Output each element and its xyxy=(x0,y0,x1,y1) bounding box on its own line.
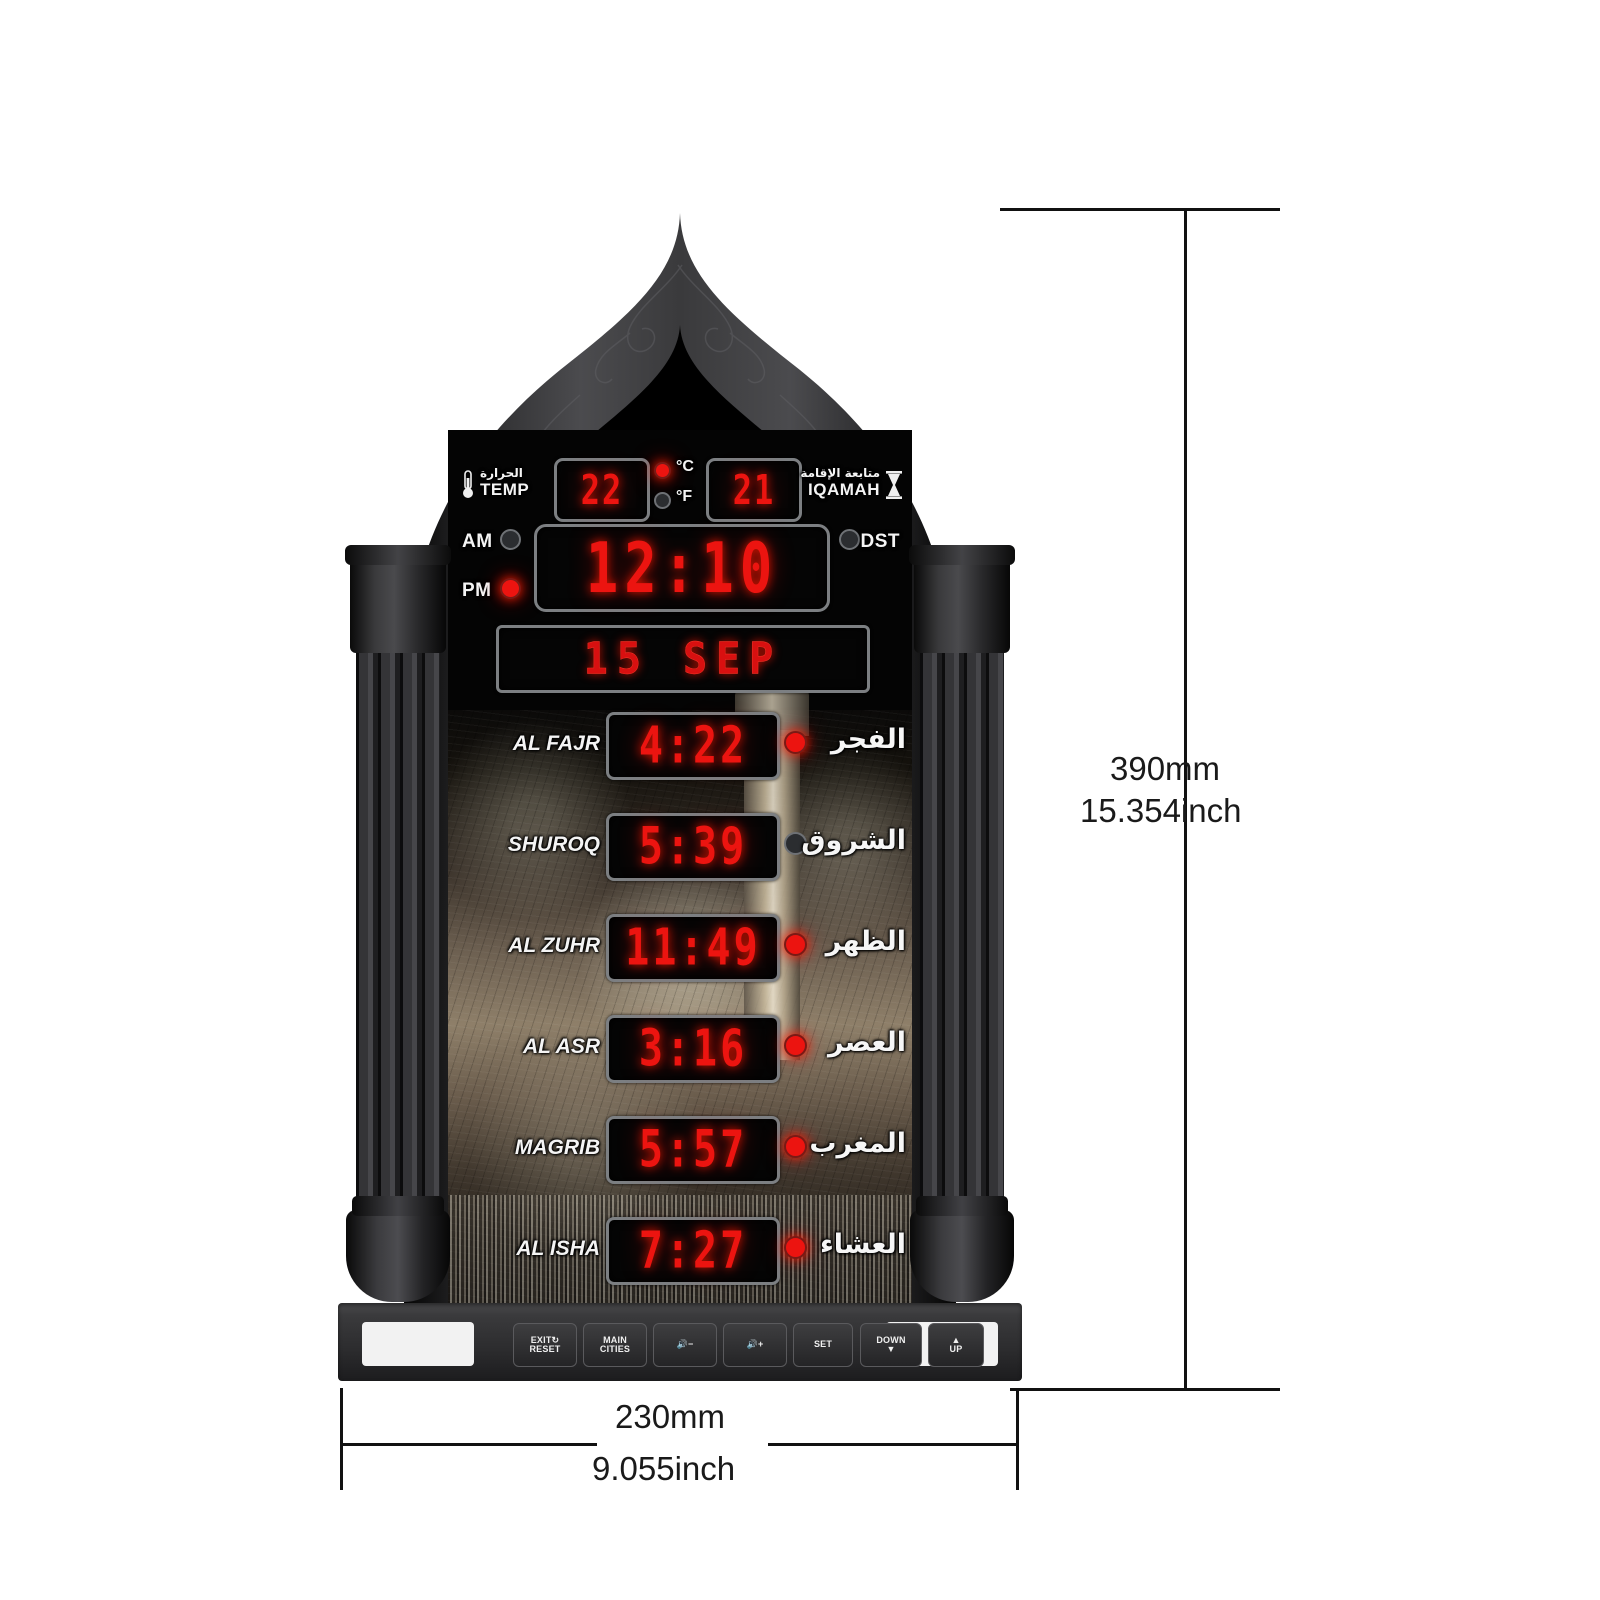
right-column-capital xyxy=(909,545,1015,653)
button-label-line2: RESET xyxy=(529,1344,561,1354)
width-mm-label: 230mm xyxy=(615,1398,726,1435)
button-label-line1: 🔊+ xyxy=(746,1339,764,1350)
fahrenheit-indicator-lamp xyxy=(654,492,671,509)
prayer-name-ar: الشروق xyxy=(801,825,906,856)
left-column xyxy=(345,545,451,1302)
clock-tower-silhouette xyxy=(735,690,809,1060)
right-column-shaft xyxy=(920,653,1004,1213)
temperature-display: 22 xyxy=(554,458,650,522)
prayer-time-display: 7:27 xyxy=(606,1217,780,1285)
prayer-indicator-lamp xyxy=(784,1135,807,1158)
height-extension-line-top xyxy=(1000,208,1280,211)
left-column-capital xyxy=(345,545,451,653)
prayer-name-en: SHUROQ xyxy=(507,833,600,856)
am-label: AM xyxy=(462,531,493,552)
button-label-line1: EXIT↻ xyxy=(530,1334,560,1345)
prayer-time-display: 11:49 xyxy=(606,914,780,982)
iqamah-label-en: IQAMAH xyxy=(808,480,880,499)
date-value: 15 SEP xyxy=(583,633,783,685)
button-label-line2: ▼ xyxy=(886,1344,896,1354)
height-inch-label: 15.354inch xyxy=(1080,792,1242,829)
button-label-line1: MAIN xyxy=(603,1334,627,1345)
prayer-time-value: 4:22 xyxy=(638,716,748,776)
button-label-line2: UP xyxy=(949,1344,963,1354)
prayer-name-en: AL ZUHR xyxy=(508,934,600,957)
right-column-base xyxy=(910,1196,1014,1302)
prayer-indicator-lamp xyxy=(784,933,807,956)
prayer-indicator-lamp xyxy=(784,1236,807,1259)
prayer-name-ar: العصر xyxy=(827,1027,906,1058)
height-extension-line-bottom xyxy=(1010,1388,1280,1391)
prayer-name-ar: العشاء xyxy=(819,1229,906,1260)
celsius-indicator-lamp xyxy=(654,462,671,479)
time-display: 12:10 xyxy=(534,524,830,612)
prayer-time-value: 3:16 xyxy=(638,1019,748,1079)
prayer-time-display: 3:16 xyxy=(606,1015,780,1083)
button-label-line2: CITIES xyxy=(599,1344,631,1354)
width-inch-label: 9.055inch xyxy=(592,1450,736,1487)
prayer-name-en: AL FAJR xyxy=(512,732,600,755)
prayer-time-display: 4:22 xyxy=(606,712,780,780)
iqamah-value: 21 xyxy=(732,465,776,515)
exit-reset-button[interactable]: EXIT↻RESET xyxy=(513,1323,577,1367)
button-label-line1: 🔊− xyxy=(676,1339,694,1350)
temp-label-en: TEMP xyxy=(480,480,530,499)
prayer-time-display: 5:57 xyxy=(606,1116,780,1184)
prayer-name-ar: المغرب xyxy=(809,1128,906,1159)
am-indicator-lamp xyxy=(500,529,521,550)
prayer-name-en: MAGRIB xyxy=(514,1136,600,1159)
height-mm-label: 390mm xyxy=(1110,750,1221,787)
down-button[interactable]: DOWN▼ xyxy=(860,1323,922,1367)
thermometer-icon xyxy=(463,470,473,498)
set-button[interactable]: SET xyxy=(793,1323,853,1367)
prayer-indicator-lamp xyxy=(784,832,807,855)
celsius-unit-label: °C xyxy=(676,458,694,475)
date-display: 15 SEP xyxy=(496,625,870,693)
hourglass-icon xyxy=(886,471,902,499)
width-dimension-line-right xyxy=(768,1443,1018,1446)
button-label-line1: DOWN xyxy=(876,1334,906,1345)
right-column xyxy=(909,545,1015,1302)
prayer-indicator-lamp xyxy=(784,731,807,754)
display-screen: الحرارة TEMP 22 °C °F 21 متابعة الإقامة … xyxy=(448,430,912,1315)
width-dimension-line-left xyxy=(342,1443,597,1446)
prayer-name-ar: الفجر xyxy=(830,724,906,755)
left-column-base xyxy=(346,1196,450,1302)
fahrenheit-unit-label: °F xyxy=(676,488,693,505)
width-extension-line-right xyxy=(1016,1388,1019,1490)
iqamah-label-ar: متابعة الإقامة xyxy=(800,466,880,480)
prayer-name-en: AL ASR xyxy=(522,1035,600,1058)
prayer-time-value: 5:39 xyxy=(638,817,748,877)
current-time-value: 12:10 xyxy=(585,527,779,609)
left-column-shaft xyxy=(356,653,440,1213)
left-speaker-grille xyxy=(362,1322,474,1366)
volume-down-button[interactable]: 🔊− xyxy=(653,1323,717,1367)
pm-indicator-lamp xyxy=(500,578,521,599)
prayer-name-ar: الظهر xyxy=(825,926,906,957)
up-button[interactable]: ▲UP xyxy=(928,1323,984,1367)
width-extension-line-left xyxy=(340,1388,343,1490)
iqamah-display: 21 xyxy=(706,458,802,522)
azan-clock-product: الحرارة TEMP 22 °C °F 21 متابعة الإقامة … xyxy=(330,205,1030,1405)
temp-label-ar: الحرارة xyxy=(480,466,523,480)
dst-indicator-lamp xyxy=(839,529,860,550)
prayer-indicator-lamp xyxy=(784,1034,807,1057)
height-dimension-line xyxy=(1184,208,1187,1390)
kaaba-background-photo xyxy=(448,710,912,1315)
pm-label: PM xyxy=(462,580,492,601)
prayer-time-value: 7:27 xyxy=(638,1221,748,1281)
dst-label: DST xyxy=(860,531,900,552)
prayer-time-value: 11:49 xyxy=(625,918,761,978)
button-label-line1: ▲ xyxy=(951,1334,961,1345)
prayer-time-value: 5:57 xyxy=(638,1120,748,1180)
prayer-name-en: AL ISHA xyxy=(516,1237,600,1260)
prayer-time-display: 5:39 xyxy=(606,813,780,881)
temperature-value: 22 xyxy=(580,465,624,515)
button-label-line1: SET xyxy=(813,1339,833,1350)
volume-up-button[interactable]: 🔊+ xyxy=(723,1323,787,1367)
